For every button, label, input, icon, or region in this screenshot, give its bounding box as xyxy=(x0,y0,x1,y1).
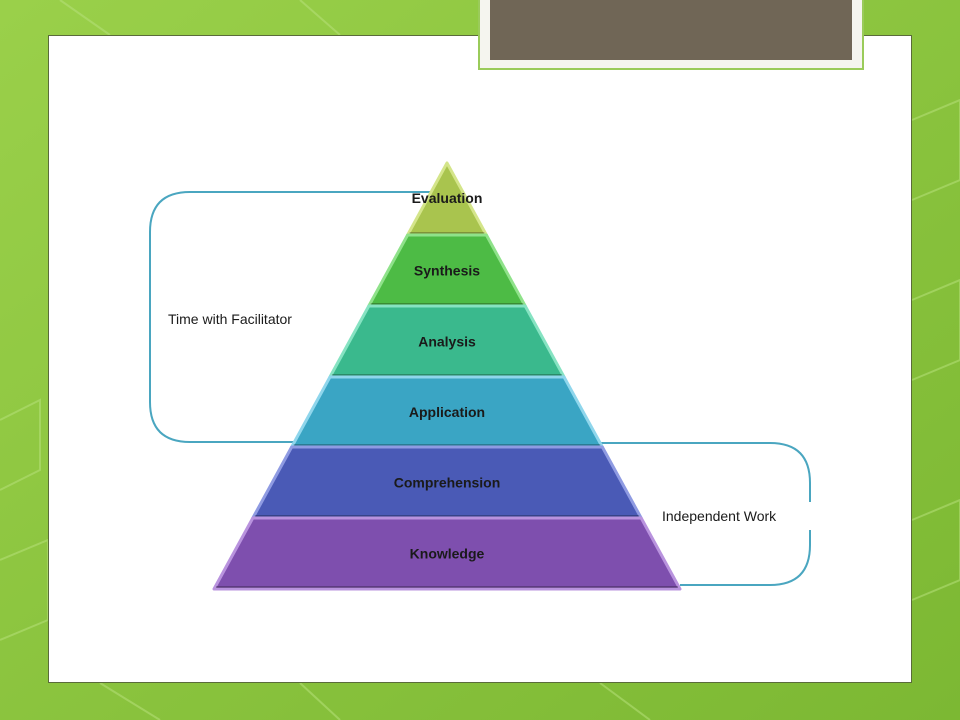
pyramid-level-knowledge xyxy=(212,516,682,591)
right-bracket-label-bg xyxy=(655,502,825,530)
pyramid-levels: EvaluationSynthesisAnalysisApplicationCo… xyxy=(212,161,682,591)
pyramid-level-label: Comprehension xyxy=(394,475,501,491)
pyramid-level-label: Evaluation xyxy=(412,190,483,206)
left-bracket-label: Time with Facilitator xyxy=(168,311,292,327)
pyramid-level-label: Application xyxy=(409,404,485,420)
title-bar-fill xyxy=(490,0,852,60)
pyramid-level-label: Analysis xyxy=(418,334,476,350)
title-bar xyxy=(478,0,864,70)
left-bracket-label-bg xyxy=(160,305,325,333)
right-bracket-label: Independent Work xyxy=(662,508,777,524)
left-bracket xyxy=(149,191,448,443)
pyramid-level-label: Knowledge xyxy=(410,546,485,562)
pyramid-level-label: Synthesis xyxy=(414,263,480,279)
